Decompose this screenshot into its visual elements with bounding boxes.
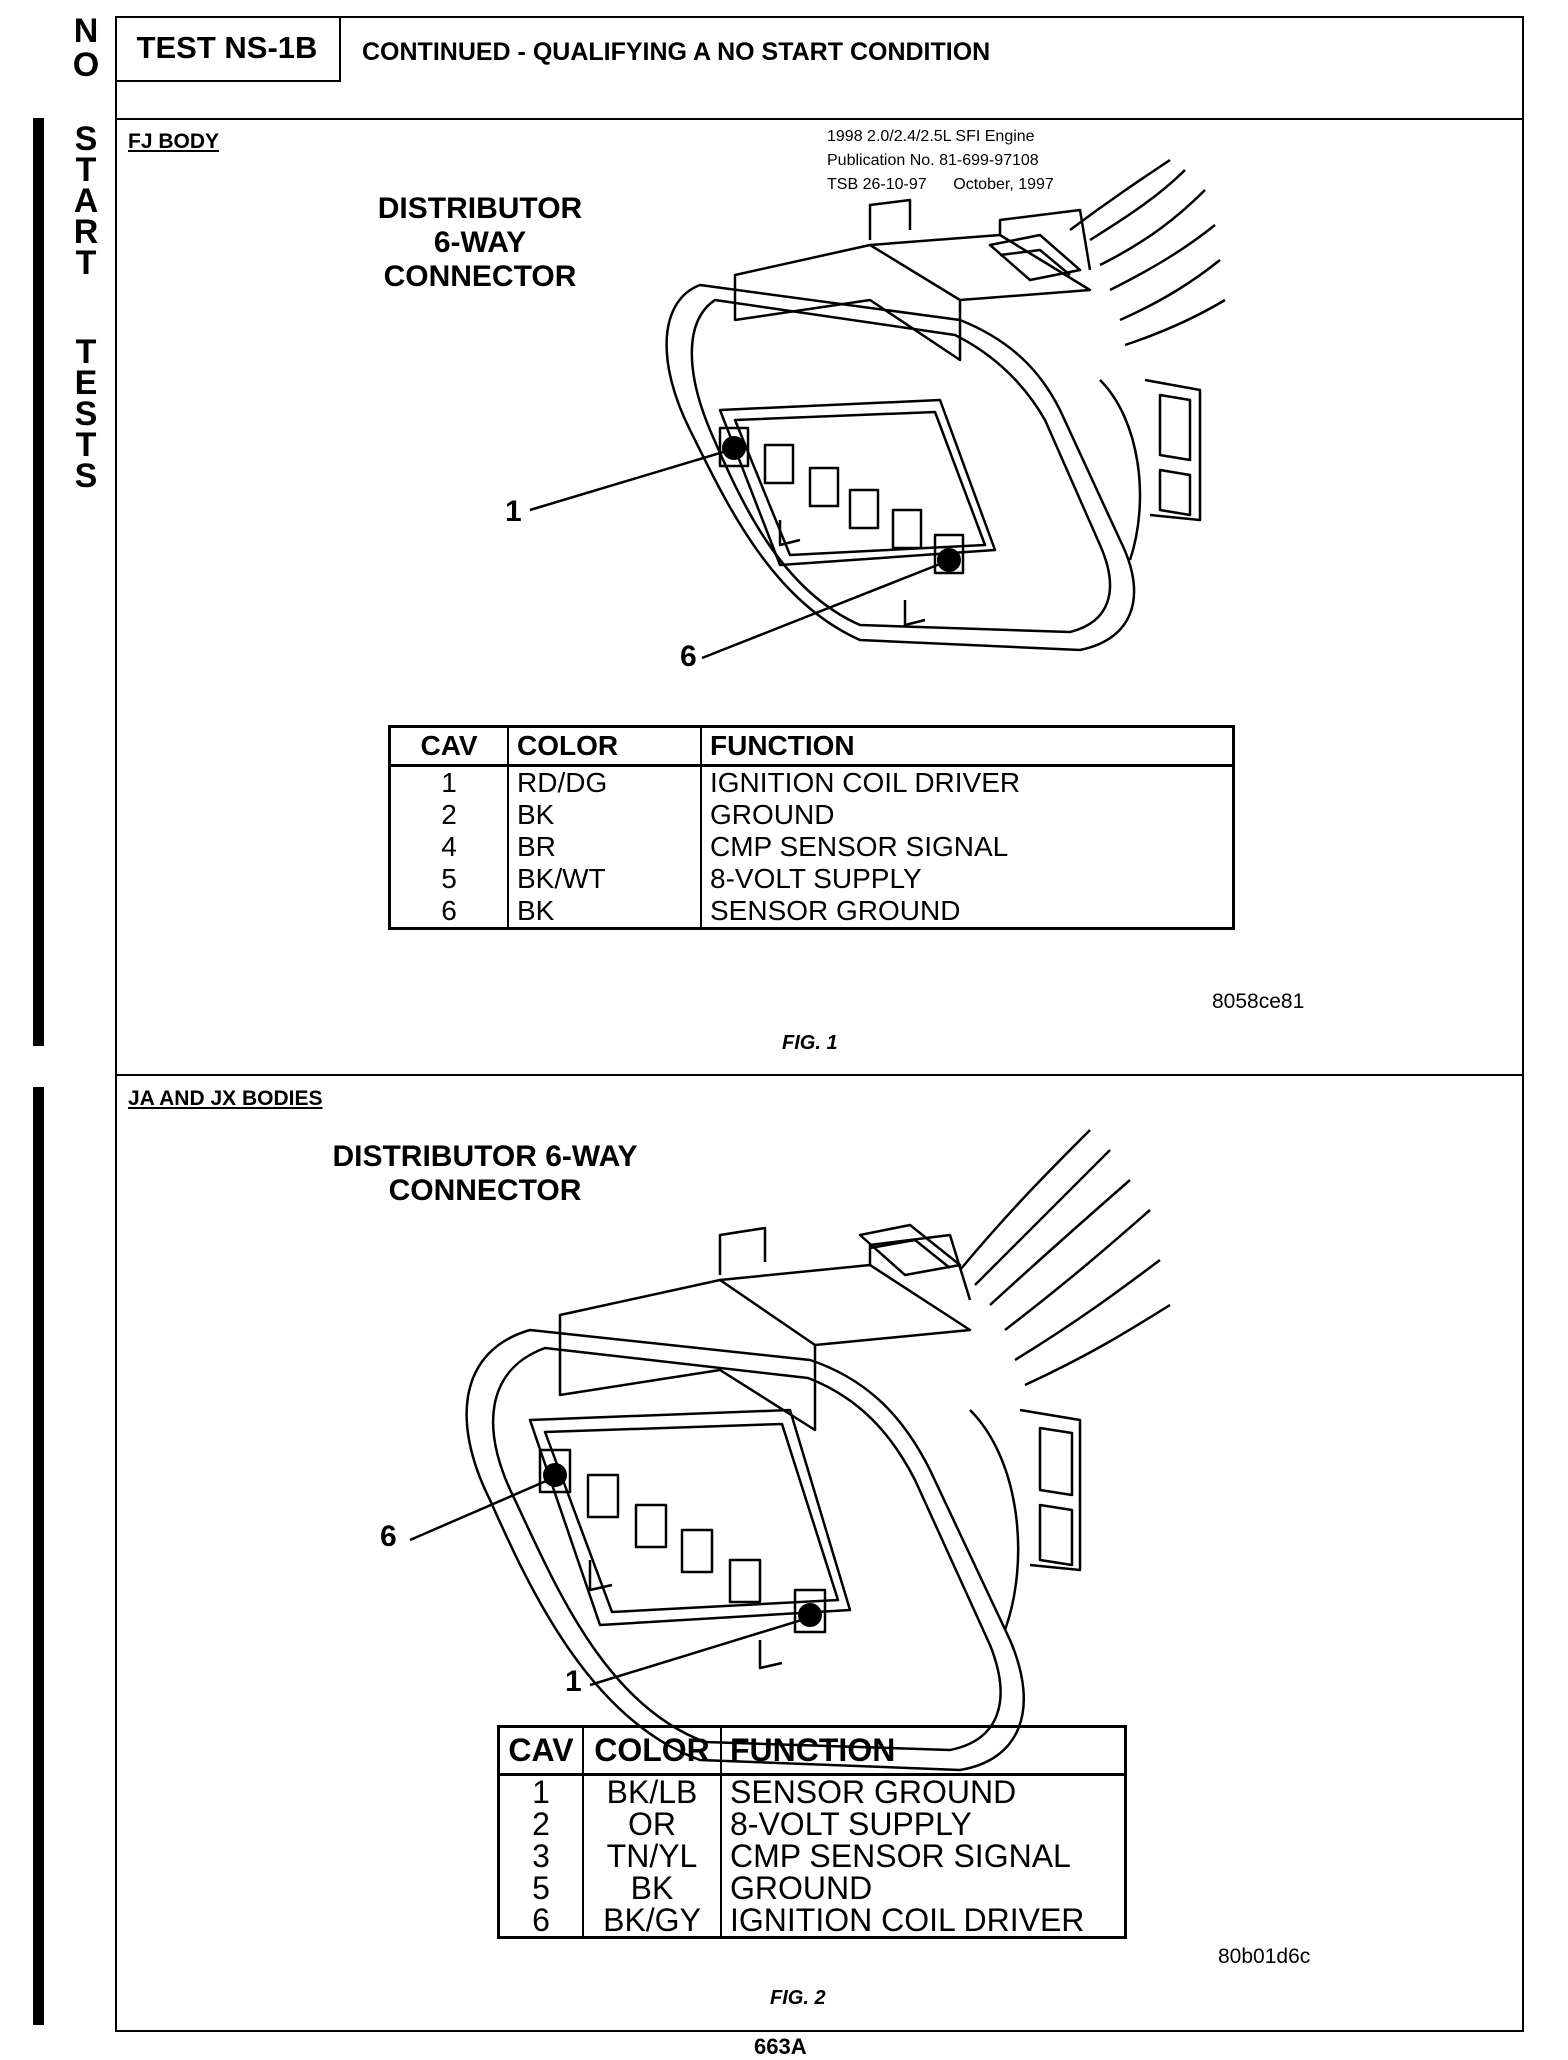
fig2-title-line: CONNECTOR [388, 1174, 582, 1207]
fig1-title-line: DISTRIBUTOR [377, 192, 583, 225]
fig2-title-line: DISTRIBUTOR 6-WAY [332, 1140, 638, 1173]
fig1-diagram-title: DISTRIBUTOR 6-WAY CONNECTOR [330, 192, 630, 294]
color-cell: RD/DG [507, 765, 701, 799]
cav-cell: 1 [532, 1774, 550, 1810]
column-header: COLOR [582, 1726, 721, 1776]
fig1-caption: FIG. 1 [782, 1032, 838, 1054]
function-cell: CMP SENSOR SIGNAL [700, 831, 1234, 863]
cav-cell: 6 [441, 895, 457, 926]
fig2-pinout-table: CAV COLOR FUNCTION 1 BK/LB SENSOR GROUND… [497, 1725, 1127, 1939]
color-cell: BK/WT [507, 863, 701, 895]
fig2-callout-cavity-6: 6 [380, 1520, 397, 1553]
column-header: COLOR [507, 726, 701, 767]
section-label-fj-body: FJ BODY [128, 130, 220, 153]
publication-line-1: 1998 2.0/2.4/2.5L SFI Engine [827, 128, 1035, 145]
color-cell: BR [507, 831, 701, 863]
publication-line-2: Publication No. 81-699-97108 [827, 152, 1039, 169]
fig1-callout-cavity-6: 6 [680, 640, 697, 673]
column-header: CAV [389, 726, 508, 767]
fig1-connector-drawing [529, 158, 1226, 660]
sidebar-letter: S [74, 395, 98, 433]
table-row: 1 BK/LB SENSOR GROUND [499, 1774, 1126, 1810]
color-cell: BK [507, 895, 701, 929]
sidebar-letter: N [73, 12, 99, 50]
table-row: 2 BK GROUND [390, 799, 1234, 831]
table-row: 5 BK/WT 8-VOLT SUPPLY [390, 863, 1234, 895]
page-frame [115, 16, 1524, 2032]
cav-cell: 1 [441, 767, 457, 798]
fig2-caption: FIG. 2 [770, 1987, 826, 2009]
fig2-diagram-title: DISTRIBUTOR 6-WAY CONNECTOR [300, 1140, 670, 1208]
function-cell: IGNITION COIL DRIVER [700, 765, 1234, 799]
page-number: 663A [754, 2034, 807, 2059]
function-cell: IGNITION COIL DRIVER [720, 1904, 1126, 1938]
cav-cell: 2 [441, 799, 457, 830]
fig1-pinout-table: CAV COLOR FUNCTION 1 RD/DG IGNITION COIL… [388, 725, 1235, 930]
function-cell: SENSOR GROUND [700, 895, 1234, 929]
sidebar-letter: O [72, 46, 100, 84]
table-row: 3 TN/YL CMP SENSOR SIGNAL [499, 1840, 1126, 1872]
sidebar-letter: R [73, 213, 99, 251]
sidebar-letter: S [74, 120, 98, 158]
page-title: CONTINUED - QUALIFYING A NO START CONDIT… [362, 38, 991, 66]
figure-divider [115, 1074, 1524, 1076]
cav-cell: 5 [441, 863, 457, 894]
function-cell: 8-VOLT SUPPLY [720, 1808, 1126, 1840]
sidebar-letter: S [74, 457, 98, 495]
color-cell: TN/YL [582, 1840, 721, 1872]
sidebar-letter: E [74, 364, 98, 402]
table-row: 5 BK GROUND [499, 1872, 1126, 1904]
fig2-connector-drawing [409, 1129, 1171, 1772]
color-cell: BK [582, 1872, 721, 1904]
column-header: FUNCTION [720, 1726, 1126, 1776]
function-cell: GROUND [720, 1872, 1126, 1904]
fig1-title-line: CONNECTOR [383, 260, 577, 293]
cav-cell: 4 [441, 831, 457, 862]
fig2-image-code: 80b01d6c [1218, 1945, 1311, 1968]
table-row: 6 BK/GY IGNITION COIL DRIVER [499, 1904, 1126, 1938]
table-row: 1 RD/DG IGNITION COIL DRIVER [390, 765, 1234, 799]
column-header: FUNCTION [700, 726, 1234, 767]
column-header: CAV [498, 1726, 583, 1776]
function-cell: CMP SENSOR SIGNAL [720, 1840, 1126, 1872]
table-row: 4 BR CMP SENSOR SIGNAL [390, 831, 1234, 863]
test-id-box: TEST NS-1B [115, 16, 341, 82]
cav-cell: 2 [532, 1806, 550, 1842]
cav-cell: 3 [532, 1838, 550, 1874]
table-header-row: CAV COLOR FUNCTION [389, 726, 1234, 767]
sidebar-letter: T [75, 151, 97, 189]
table-row: 6 BK SENSOR GROUND [390, 895, 1234, 929]
sidebar-letter: T [75, 244, 97, 282]
color-cell: OR [582, 1808, 721, 1840]
table-row: 2 OR 8-VOLT SUPPLY [499, 1808, 1126, 1840]
cav-cell: 5 [532, 1870, 550, 1906]
sidebar-letter: T [75, 333, 97, 371]
color-cell: BK/GY [582, 1904, 721, 1938]
fig2-callout-cavity-1: 1 [565, 1665, 582, 1698]
sidebar-letter: A [73, 182, 99, 220]
sidebar-bar-bottom [33, 1087, 44, 2025]
function-cell: SENSOR GROUND [720, 1774, 1126, 1808]
fig1-callout-cavity-1: 1 [505, 495, 522, 528]
test-id: TEST NS-1B [136, 30, 318, 65]
publication-line-3: TSB 26-10-97 October, 1997 [827, 176, 1054, 193]
section-label-ja-jx-bodies: JA AND JX BODIES [128, 1087, 323, 1110]
color-cell: BK/LB [582, 1774, 721, 1808]
fig1-title-line: 6-WAY [433, 226, 527, 259]
function-cell: 8-VOLT SUPPLY [700, 863, 1234, 895]
header-divider [115, 118, 1524, 120]
sidebar-letter: T [75, 426, 97, 464]
color-cell: BK [507, 799, 701, 831]
sidebar-bar-top [33, 118, 44, 1046]
table-header-row: CAV COLOR FUNCTION [498, 1726, 1126, 1776]
function-cell: GROUND [700, 799, 1234, 831]
fig1-image-code: 8058ce81 [1212, 990, 1305, 1013]
cav-cell: 6 [532, 1902, 550, 1938]
